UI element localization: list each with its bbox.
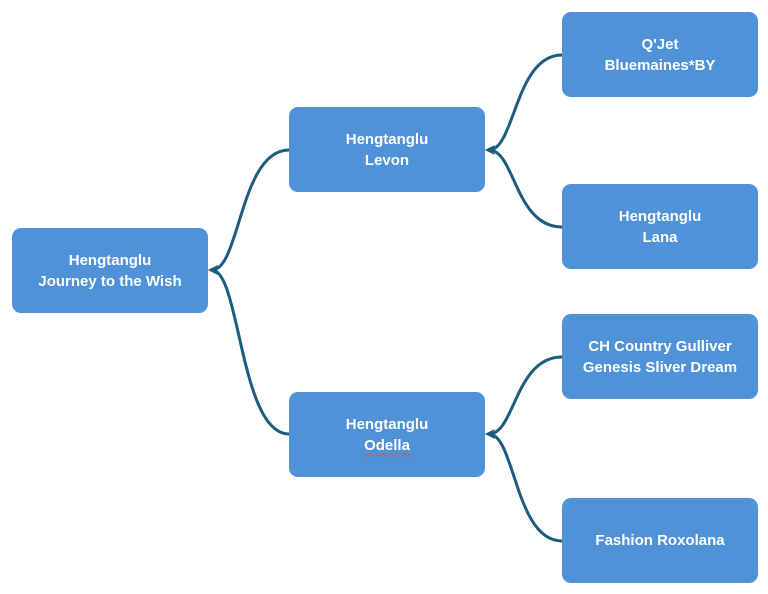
node-root-line2: Journey to the Wish — [38, 272, 182, 290]
connector-lana-to-levon — [485, 145, 563, 229]
node-odella: Hengtanglu Odella — [289, 392, 485, 477]
node-fashion: Fashion Roxolana — [562, 498, 758, 583]
node-lana: Hengtanglu Lana — [562, 184, 758, 269]
node-root-line1: Hengtanglu — [68, 251, 152, 269]
connector-fashion-to-odella — [485, 429, 563, 543]
connector-levon-to-root — [208, 148, 290, 275]
node-fashion-line1: Fashion Roxolana — [595, 532, 725, 549]
node-ch-line2: Genesis Sliver Dream — [582, 358, 738, 376]
node-levon-line1: Hengtanglu — [345, 130, 429, 148]
node-qjet-line2: Bluemaines*BY — [604, 56, 716, 74]
node-levon-line2: Levon — [364, 151, 410, 169]
node-levon: Hengtanglu Levon — [289, 107, 485, 192]
node-lana-line2: Lana — [642, 228, 678, 246]
node-lana-line1: Hengtanglu — [618, 207, 702, 225]
node-odella-line2: Odella — [364, 436, 410, 454]
node-ch-line1: CH Country Gulliver — [588, 337, 732, 355]
node-qjet: Q'Jet Bluemaines*BY — [562, 12, 758, 97]
node-qjet-line1: Q'Jet — [641, 35, 679, 53]
connector-qjet-to-levon — [485, 53, 563, 155]
node-ch: CH Country Gulliver Genesis Sliver Dream — [562, 314, 758, 399]
connector-odella-to-root — [208, 265, 290, 436]
connector-ch-to-odella — [485, 355, 563, 439]
node-root: Hengtanglu Journey to the Wish — [12, 228, 208, 313]
node-odella-line1: Hengtanglu — [345, 415, 429, 433]
